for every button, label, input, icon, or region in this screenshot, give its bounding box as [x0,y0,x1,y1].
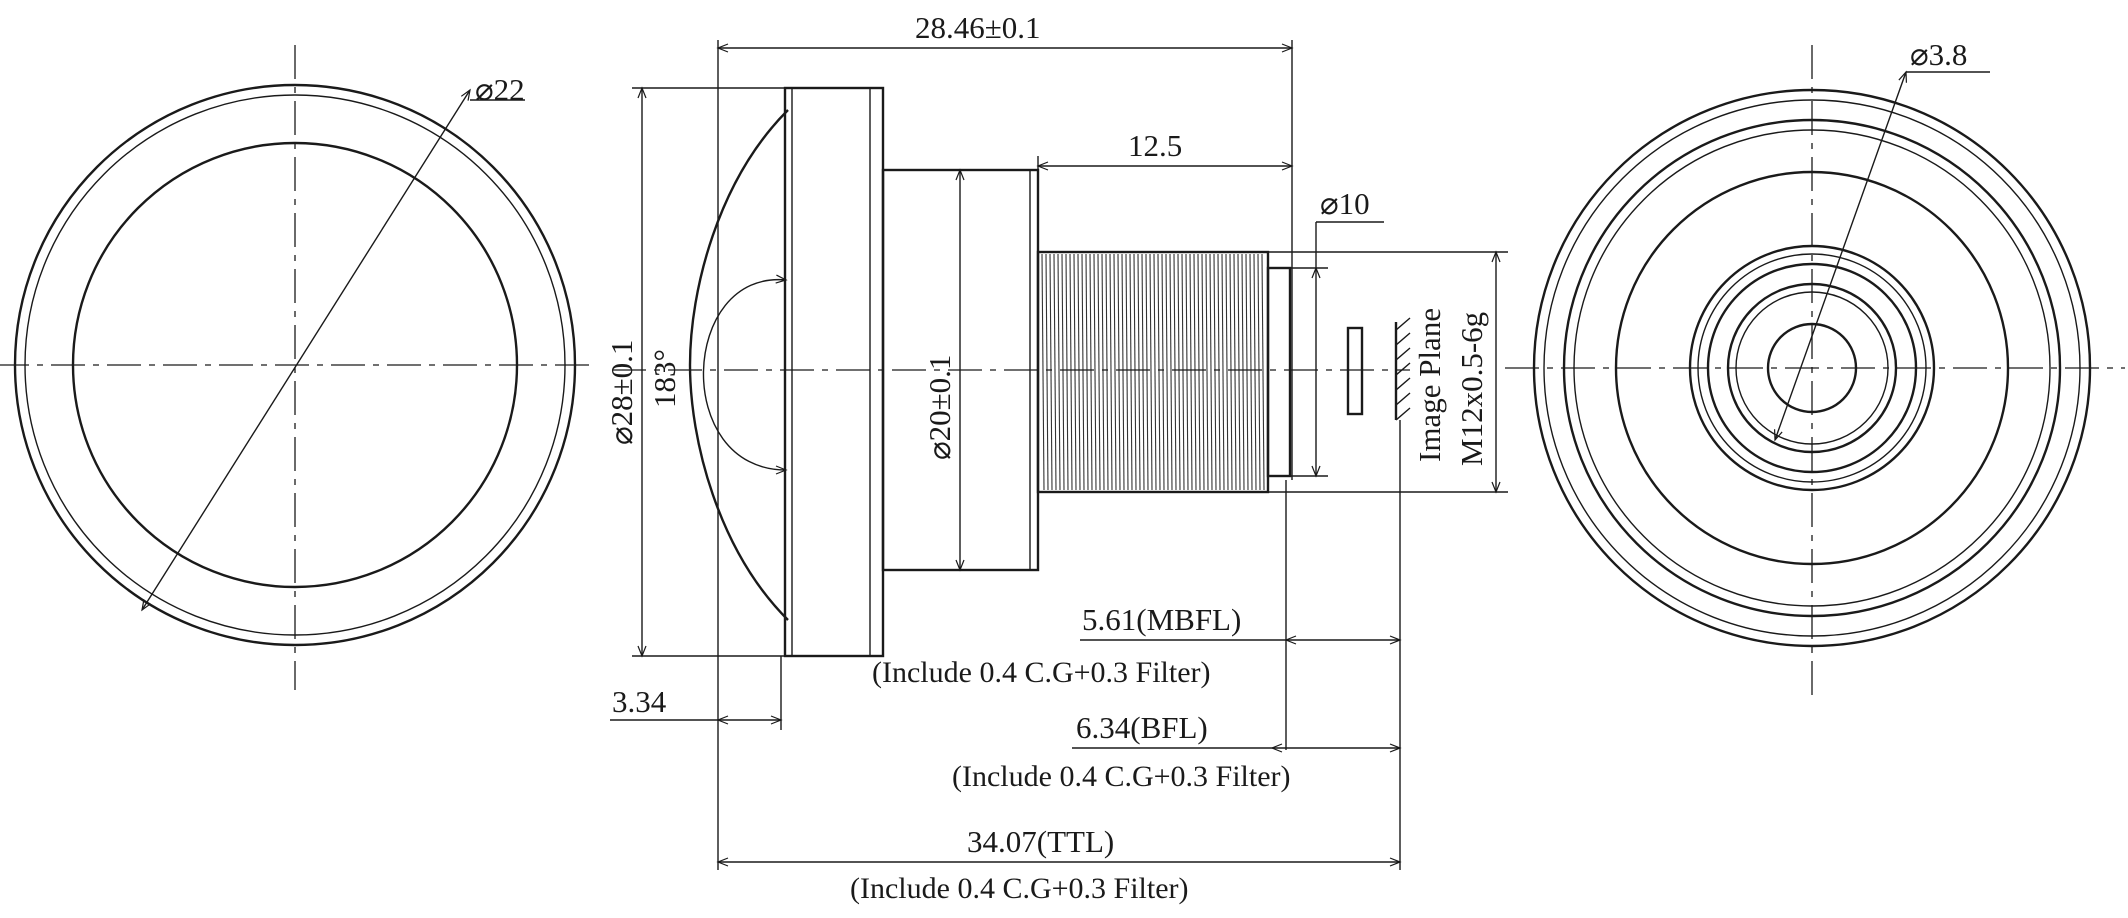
mbfl-note: (Include 0.4 C.G+0.3 Filter) [872,656,1211,689]
thread-line [1057,253,1061,491]
thread-line [1133,253,1137,491]
body-diameter-label: ⌀20±0.1 [922,355,957,460]
thread-line [1213,253,1217,491]
side-view [612,86,1411,658]
thread-line [1097,253,1101,491]
thread-line [1181,253,1185,491]
ttl-label: 34.07(TTL) [967,824,1114,859]
thread-line [1201,253,1205,491]
thread-line [1077,253,1081,491]
overall-length-label: 28.46±0.1 [915,10,1041,45]
aperture-diameter-leader [1773,70,1908,442]
thread-line [1041,253,1045,491]
thread-line [1173,253,1177,491]
thread-line [1237,253,1241,491]
side-dome [688,109,789,621]
thread-line [1113,253,1117,491]
thread-line [1125,253,1129,491]
thread-line [1153,253,1157,491]
thread-line [1193,253,1197,491]
thread-line [1161,253,1165,491]
thread-line [1261,253,1265,491]
thread-line [1093,253,1097,491]
thread-line [1141,253,1145,491]
thread-line [1245,253,1249,491]
thread-line [1253,253,1257,491]
rear-view: ⌀3.8 [1505,37,2125,700]
thread-line [1129,253,1133,491]
thread-line [1169,253,1173,491]
thread-line [1069,253,1073,491]
thread-line [1053,253,1057,491]
thread-pattern [1041,253,1265,491]
ttl-note: (Include 0.4 C.G+0.3 Filter) [850,872,1189,905]
thread-line [1085,253,1089,491]
thread-line [1137,253,1141,491]
thread-line [1045,253,1049,491]
thread-line [1205,253,1209,491]
thread-line [1149,253,1153,491]
thread-line [1225,253,1229,491]
side-dimensions: 28.46±0.1 12.5 ⌀28±0.1 183° ⌀20±0.1 ⌀10 … [604,10,1508,905]
thread-line [1109,253,1113,491]
thread-line [1121,253,1125,491]
bfl-note: (Include 0.4 C.G+0.3 Filter) [952,760,1291,793]
thread-line [1117,253,1121,491]
mbfl-label: 5.61(MBFL) [1082,602,1241,637]
side-flange [783,86,885,658]
thread-line [1189,253,1193,491]
thread-line [1221,253,1225,491]
side-rear-barrel [1266,266,1292,478]
image-plane-hatch [1395,317,1411,421]
flange-diameter-label: ⌀28±0.1 [604,340,639,445]
thread-line [1165,253,1169,491]
thread-line [1257,253,1261,491]
thread-line [1073,253,1077,491]
front-diameter-label: ⌀22 [475,72,525,107]
thread-line [1185,253,1189,491]
thread-line [1241,253,1245,491]
front-view: ⌀22 [0,45,590,690]
front-diameter-leader [141,88,471,612]
bfl-label: 6.34(BFL) [1076,710,1208,745]
thread-line [1065,253,1069,491]
thread-line [1081,253,1085,491]
fov-arc [702,274,788,475]
thread-line [1177,253,1181,491]
side-filter [1346,326,1364,416]
thread-line [1157,253,1161,491]
thread-length-label: 12.5 [1128,128,1182,163]
thread-line [1061,253,1065,491]
thread-line [1101,253,1105,491]
fov-label: 183° [647,349,682,408]
thread-line [1217,253,1221,491]
front-offset-label: 3.34 [612,684,667,719]
thread-line [1197,253,1201,491]
thread-line [1229,253,1233,491]
thread-line [1249,253,1253,491]
rear-diameter-label: ⌀10 [1320,186,1370,221]
thread-spec-label: M12x0.5-6g [1454,312,1489,466]
thread-line [1049,253,1053,491]
aperture-diameter-label: ⌀3.8 [1910,37,1967,72]
thread-line [1145,253,1149,491]
thread-line [1089,253,1093,491]
thread-line [1209,253,1213,491]
thread-line [1105,253,1109,491]
image-plane-label: Image Plane [1412,308,1447,462]
side-thread-barrel [1036,250,1270,494]
thread-line [1233,253,1237,491]
